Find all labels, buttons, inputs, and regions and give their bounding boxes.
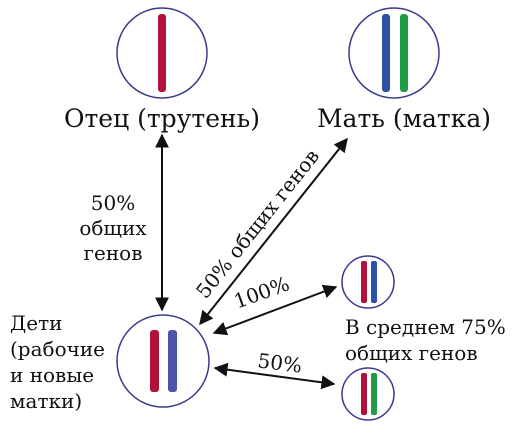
mother-chromosome-blue xyxy=(382,14,390,92)
children-node xyxy=(116,314,210,408)
children-label-line-1: Дети xyxy=(10,311,63,335)
sister-b-chromosome-red xyxy=(361,373,367,415)
sister-b-chromosome-green xyxy=(371,373,377,415)
children-chromosome-blue xyxy=(168,330,177,392)
father-children-edge-label-3: генов xyxy=(84,241,143,265)
mother-label: Мать (матка) xyxy=(317,104,491,133)
father-children-edge-label-2: общих xyxy=(79,216,147,240)
children-sister-b-edge-label: 50% xyxy=(256,348,303,377)
mother-chromosome-green xyxy=(400,14,408,92)
mother-node xyxy=(348,7,440,99)
sisters-label-line-1: В среднем 75% xyxy=(345,315,506,339)
children-label-line-4: матки) xyxy=(10,389,82,413)
sisters-label-line-2: общих генов xyxy=(345,341,478,365)
children-label-line-2: (рабочие xyxy=(10,337,105,361)
sister-a-chromosome-red xyxy=(361,261,367,303)
sister-a-chromosome-blue xyxy=(371,261,377,303)
sister-a-circle xyxy=(341,255,395,309)
mother-circle xyxy=(348,7,440,99)
children-sister-a-arrow xyxy=(212,284,338,336)
mother-children-edge-label: 50% общих генов xyxy=(191,144,324,302)
sister-b-node xyxy=(341,367,395,421)
father-label: Отец (трутень) xyxy=(64,104,260,133)
sister-a-node xyxy=(341,255,395,309)
father-node xyxy=(116,7,208,99)
children-chromosome-red xyxy=(150,330,159,392)
sister-b-circle xyxy=(341,367,395,421)
father-children-edge-label-1: 50% xyxy=(91,191,135,215)
children-circle xyxy=(116,314,210,408)
children-sister-b-arrow xyxy=(213,362,336,390)
father-chromosome xyxy=(158,14,166,92)
children-label-line-3: и новые xyxy=(10,363,94,387)
